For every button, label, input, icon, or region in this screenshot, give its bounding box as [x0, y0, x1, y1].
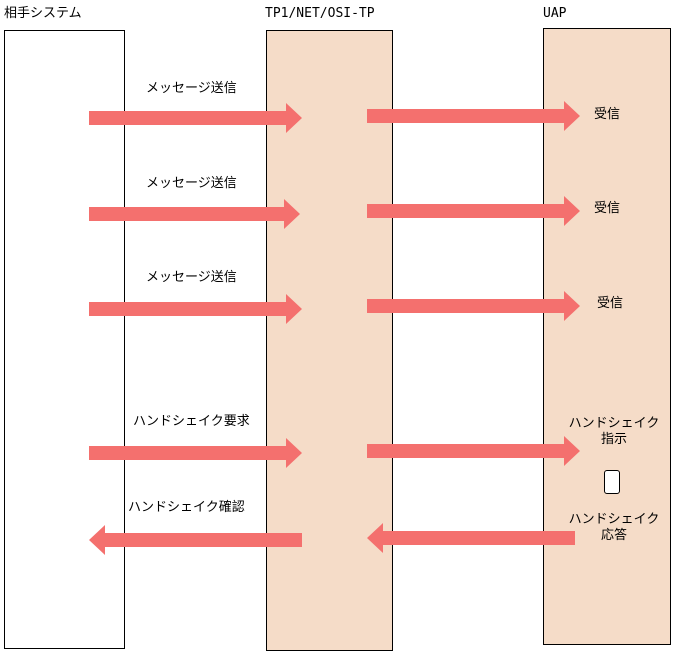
message-send-label-3: メッセージ送信: [146, 270, 237, 285]
send-arrow-1: [89, 103, 302, 133]
handshake-response-line-2: 応答: [600, 528, 627, 543]
handshake-instruct-label: ハンドシェイク 指示: [563, 416, 665, 448]
handshake-instruct-line-1: ハンドシェイク: [568, 416, 660, 431]
send-arrow-3: [89, 294, 302, 324]
handshake-instruct-line-2: 指示: [600, 432, 627, 447]
recv-arrow-1: [367, 101, 580, 131]
recv-arrow-2: [367, 196, 580, 226]
handshake-instruct-arrow: [367, 436, 580, 466]
receive-label-1: 受信: [594, 107, 621, 122]
handshake-confirm-label: ハンドシェイク確認: [128, 500, 245, 515]
middleware-title: TP1/NET/OSI-TP: [265, 6, 375, 21]
handshake-request-arrow: [89, 438, 302, 468]
handshake-response-arrow: [367, 523, 575, 553]
middleware-lifeline: [266, 30, 393, 651]
partner-system-title: 相手システム: [4, 6, 82, 21]
receive-label-2: 受信: [594, 201, 621, 216]
receive-label-3: 受信: [597, 296, 624, 311]
send-arrow-2: [89, 199, 300, 229]
handshake-confirm-arrow: [89, 525, 302, 555]
uap-title: UAP: [543, 6, 567, 21]
handshake-request-label: ハンドシェイク要求: [133, 414, 250, 429]
handshake-response-line-1: ハンドシェイク: [568, 512, 660, 527]
message-send-label-1: メッセージ送信: [146, 81, 237, 96]
uap-processing-indicator: [604, 470, 620, 494]
message-send-label-2: メッセージ送信: [146, 176, 237, 191]
recv-arrow-3: [367, 291, 580, 321]
handshake-response-label: ハンドシェイク 応答: [563, 512, 665, 544]
